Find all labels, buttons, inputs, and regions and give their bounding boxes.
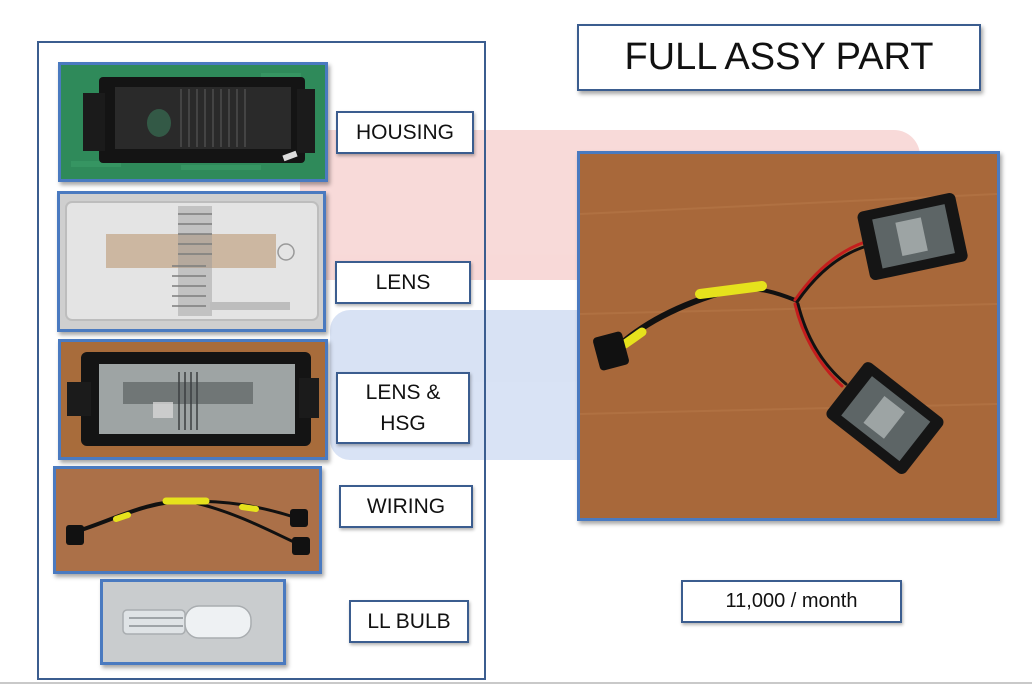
housing-label-text: HOUSING xyxy=(355,121,454,144)
lens-photo xyxy=(57,191,326,332)
slide-title: FULL ASSY PART xyxy=(577,24,981,91)
bulb-label-text: LL BULB xyxy=(367,610,451,633)
lens-label-text: LENS xyxy=(375,271,431,294)
bulb-photo xyxy=(100,579,286,665)
housing-label: HOUSING xyxy=(336,111,474,154)
lens-hsg-label-line2: HSG xyxy=(380,412,426,435)
lens-hsg-label: LENS & HSG xyxy=(336,372,470,444)
slide-bottom-divider xyxy=(0,682,1032,684)
lens-label: LENS xyxy=(335,261,471,304)
capacity-text: 11,000 / month xyxy=(725,590,858,612)
full-assy-photo xyxy=(577,151,1000,521)
wiring-photo xyxy=(53,466,322,574)
lens-hsg-label-line1: LENS & xyxy=(365,381,441,404)
slide-title-text: FULL ASSY PART xyxy=(624,36,934,78)
wiring-label-text: WIRING xyxy=(366,495,446,518)
capacity-box: 11,000 / month xyxy=(681,580,902,623)
wiring-label: WIRING xyxy=(339,485,473,528)
housing-photo xyxy=(58,62,328,182)
bulb-label: LL BULB xyxy=(349,600,469,643)
lens-hsg-photo xyxy=(58,339,328,460)
parts-panel xyxy=(37,41,486,680)
